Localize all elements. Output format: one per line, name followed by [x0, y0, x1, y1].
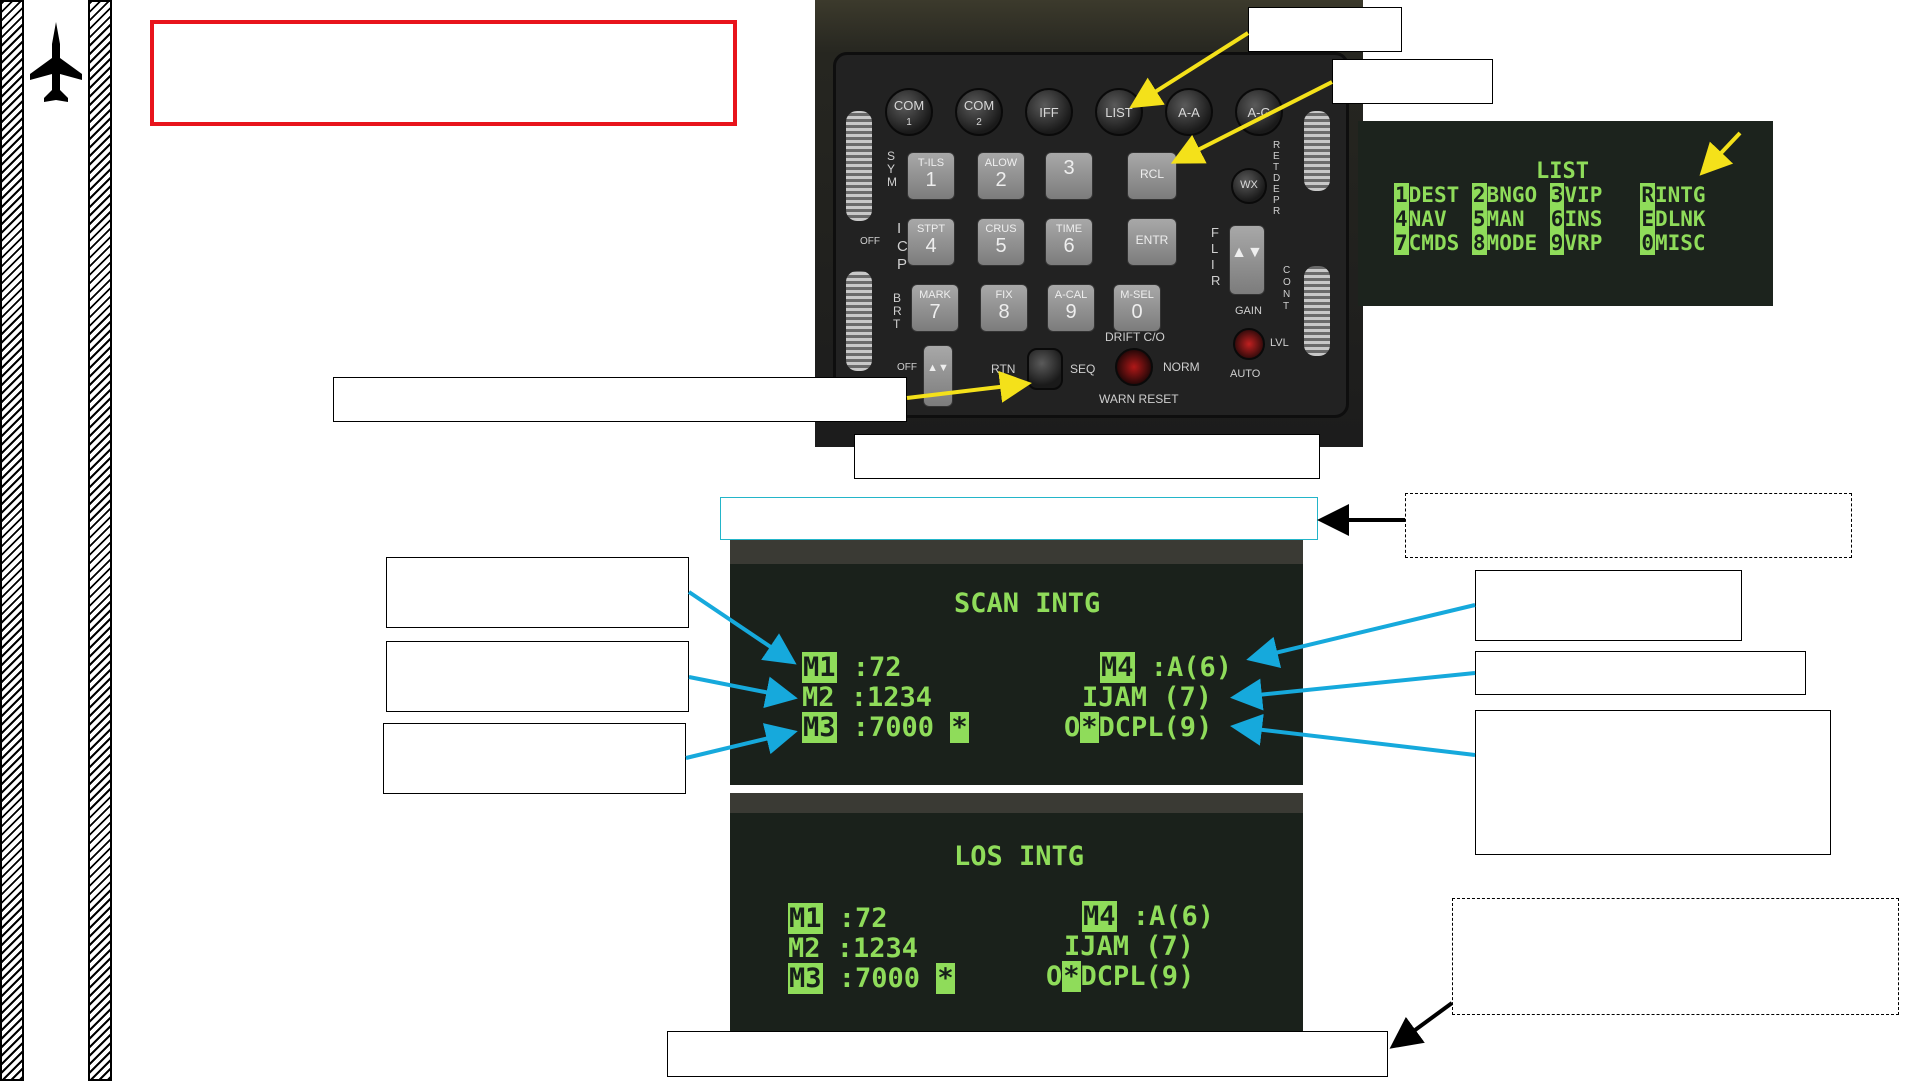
callout-box-scan-title: [720, 497, 1318, 540]
key-3[interactable]: 3: [1045, 152, 1093, 200]
ret-depr-label: RET DEPR: [1273, 140, 1281, 217]
list-ded-title: LIST: [1536, 159, 1589, 184]
brt-wheel[interactable]: [845, 270, 873, 372]
sidebar-hatch-right: [88, 0, 112, 1081]
drift-co-label: DRIFT C/O: [1105, 330, 1165, 344]
callout-box-list-button: [1248, 7, 1402, 52]
off-label-top: OFF: [860, 236, 880, 247]
lvl-label: LVL: [1270, 337, 1289, 349]
list-ded-row-3: 7CMDS 8MODE 9VRP 0MISC: [1394, 231, 1706, 255]
auto-label: AUTO: [1230, 368, 1261, 380]
arrow-los-note: [1389, 1001, 1454, 1049]
arrow-ijam: [1230, 671, 1476, 711]
arrow-rintg: [1699, 131, 1742, 176]
callout-box-m1: [386, 557, 689, 628]
callout-box-scan-note: [1405, 493, 1852, 558]
gain-label: GAIN: [1235, 305, 1262, 317]
arrow-dcs-switch: [906, 370, 1032, 403]
warn-reset-label: WARN RESET: [1099, 392, 1179, 406]
arrow-list-button: [1129, 31, 1250, 109]
drift-co-switch[interactable]: [1115, 348, 1153, 386]
scan-m2-row: M2 :1234: [802, 682, 933, 713]
sidebar-hatch-left: [0, 0, 24, 1081]
arrow-m3: [685, 723, 798, 760]
callout-box-m2: [386, 641, 689, 712]
scan-dcpl-row: O*DCPL(9): [1064, 712, 1213, 743]
off-label-bottom: OFF: [897, 362, 917, 373]
los-ded-title: LOS INTG: [954, 841, 1085, 872]
arrow-m1: [687, 590, 797, 665]
callout-box-icp-caption: [854, 434, 1320, 479]
arrow-dcpl: [1230, 713, 1476, 757]
jet-aircraft-icon: [30, 22, 82, 102]
ret-depr-wheel[interactable]: [1303, 110, 1331, 192]
callout-box-rcl: [1332, 59, 1493, 104]
list-ded-row-2: 4NAV 5MAN 6INS EDLNK: [1394, 207, 1706, 231]
los-m4-row: M4 :A(6): [1082, 901, 1215, 932]
sym-label: SYM: [887, 149, 897, 189]
los-m3-row: M3 :7000 *: [788, 963, 955, 994]
callout-box-ijam: [1475, 651, 1806, 695]
scan-ijam-row: IJAM (7): [1082, 682, 1213, 713]
callout-box-m3: [383, 723, 686, 794]
a-a-button[interactable]: A-A: [1165, 88, 1213, 136]
callout-box-los-caption: [667, 1031, 1388, 1077]
los-intg-ded-screen: LOS INTG M1 :72 M2 :1234 M3 :7000 * M4 :…: [730, 793, 1303, 1031]
scan-m1-row: M1 :72: [802, 652, 902, 683]
cont-wheel[interactable]: [1303, 265, 1331, 357]
los-m1-row: M1 :72: [788, 903, 888, 934]
key-rcl[interactable]: RCL: [1127, 152, 1177, 200]
callout-box-m4: [1475, 570, 1742, 641]
callout-box-dcpl: [1475, 710, 1831, 855]
key-entr[interactable]: ENTR: [1127, 218, 1177, 266]
iff-button[interactable]: IFF: [1025, 88, 1073, 136]
list-button[interactable]: LIST: [1095, 88, 1143, 136]
list-ded-row-1: 1DEST 2BNGO 3VIP RINTG: [1394, 183, 1706, 207]
flir-rocker[interactable]: ▲▼: [1229, 225, 1265, 295]
arrow-m4: [1246, 603, 1476, 668]
los-m2-row: M2 :1234: [788, 933, 919, 964]
flir-label: FLIR: [1211, 225, 1221, 288]
arrow-rcl: [1170, 80, 1333, 164]
seq-label: SEQ: [1070, 362, 1096, 376]
brt-label: BRT: [893, 291, 902, 331]
sym-wheel[interactable]: [845, 110, 873, 222]
scan-m3-row: M3 :7000 *: [802, 712, 969, 743]
list-ded-screen: LIST 1DEST 2BNGO 3VIP RINTG 4NAV 5MAN 6I…: [1358, 121, 1773, 306]
norm-label: NORM: [1163, 360, 1200, 374]
wx-button[interactable]: WX: [1231, 168, 1267, 204]
cont-label: CONT: [1283, 265, 1291, 312]
scan-intg-ded-screen: SCAN INTG M1 :72 M2 :1234 M3 :7000 * M4 …: [730, 540, 1303, 785]
dcs-switch[interactable]: [1027, 348, 1063, 390]
title-box: [150, 20, 737, 126]
arrow-m2: [688, 675, 798, 709]
callout-box-dcs-switch: [333, 377, 907, 422]
los-ijam-row: IJAM (7): [1064, 931, 1195, 962]
scan-m4-row: M4 :A(6): [1100, 652, 1233, 683]
los-dcpl-row: O*DCPL(9): [1046, 961, 1195, 992]
callout-box-los-note: [1452, 898, 1899, 1015]
gain-lvl-auto-switch[interactable]: [1233, 328, 1265, 360]
icp-label: ICP: [897, 220, 908, 273]
scan-ded-title: SCAN INTG: [954, 588, 1101, 619]
